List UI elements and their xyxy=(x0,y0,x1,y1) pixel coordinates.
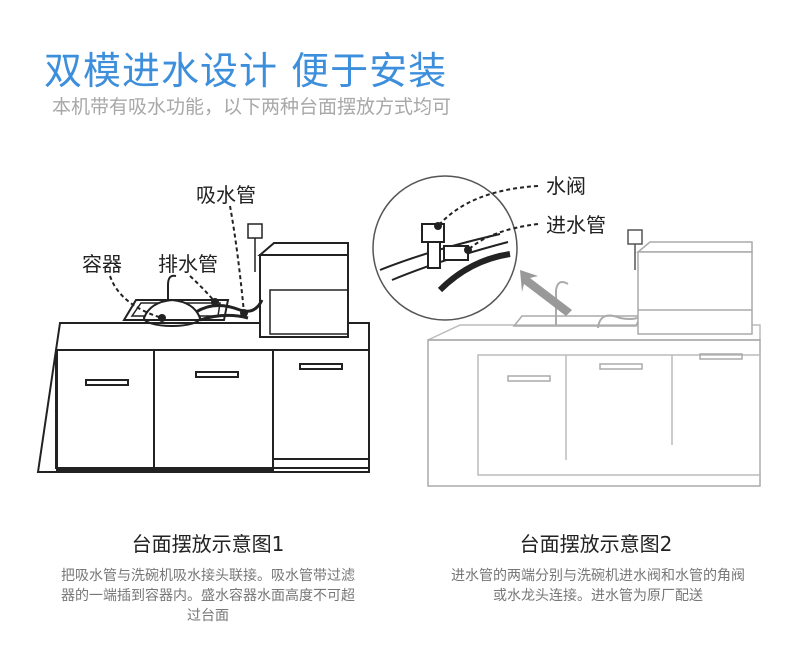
caption-figure1: 台面摆放示意图1 xyxy=(131,532,285,556)
label-drain-pipe: 排水管 xyxy=(158,252,218,276)
figure2-illustration: 水阀 进水管 xyxy=(372,174,761,487)
description-figure2: 进水管的两端分别与洗碗机进水阀和水管的角阀或水龙头连接。进水管为原厂配送 xyxy=(451,568,745,604)
installation-illustrations: 吸水管 容器 排水管 xyxy=(36,174,761,487)
page-title: 双模进水设计 便于安装 xyxy=(44,49,448,93)
caption-figure2: 台面摆放示意图2 xyxy=(519,532,673,556)
page-subtitle: 本机带有吸水功能，以下两种台面摆放方式均可 xyxy=(52,96,452,118)
label-suction-pipe: 吸水管 xyxy=(196,183,256,207)
label-inlet-pipe: 进水管 xyxy=(546,213,606,237)
label-container: 容器 xyxy=(82,252,122,276)
description-figure1: 把吸水管与洗碗机吸水接头联接。吸水管带过滤器的一端插到容器内。盛水容器水面高度不… xyxy=(61,568,355,624)
figure1-illustration: 吸水管 容器 排水管 xyxy=(36,183,370,473)
label-water-valve: 水阀 xyxy=(546,174,586,198)
